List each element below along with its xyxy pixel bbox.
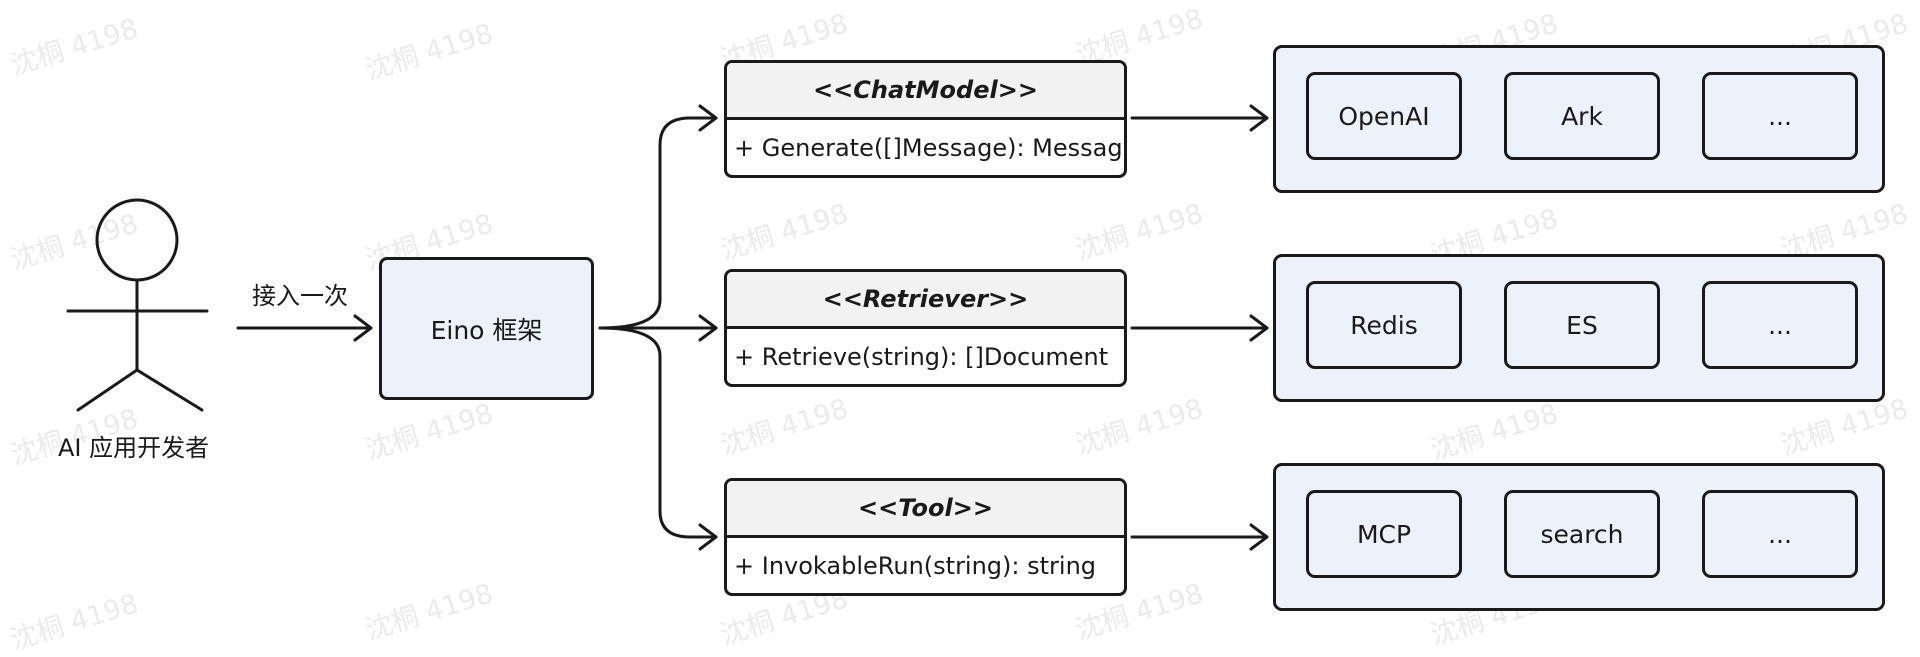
- implementation-group-retriever: Redis ES ...: [1273, 254, 1885, 402]
- implementation-group-tool: MCP search ...: [1273, 463, 1885, 611]
- implementation-node: OpenAI: [1306, 72, 1462, 160]
- implementation-node: ...: [1702, 490, 1858, 578]
- interface-method: + Retrieve(string): []Document: [734, 342, 1109, 371]
- interface-class-tool: <<Tool>> + InvokableRun(string): string: [724, 478, 1127, 596]
- implementation-node: Redis: [1306, 281, 1462, 369]
- interface-class-chatmodel: <<ChatModel>> + Generate([]Message): Mes…: [724, 60, 1127, 178]
- implementation-node: ...: [1702, 281, 1858, 369]
- implementation-node: ...: [1702, 72, 1858, 160]
- actor-figure-icon: [66, 198, 209, 412]
- interface-to-implementations-arrows: [1130, 104, 1269, 551]
- interface-stereotype: <<Tool>>: [727, 481, 1124, 538]
- interface-stereotype: <<Retriever>>: [727, 272, 1124, 329]
- framework-label: Eino 框架: [430, 315, 543, 345]
- implementation-node: MCP: [1306, 490, 1462, 578]
- entry-edge-label: 接入一次: [252, 282, 348, 310]
- implementation-node: search: [1504, 490, 1660, 578]
- interface-class-retriever: <<Retriever>> + Retrieve(string): []Docu…: [724, 269, 1127, 387]
- framework-fanout-connector: [598, 104, 718, 551]
- entry-edge-arrow: [236, 314, 373, 342]
- implementation-group-chatmodel: OpenAI Ark ...: [1273, 45, 1885, 193]
- implementation-node: Ark: [1504, 72, 1660, 160]
- implementation-node: ES: [1504, 281, 1660, 369]
- interface-stereotype: <<ChatModel>>: [727, 63, 1124, 120]
- framework-node: Eino 框架: [379, 257, 594, 400]
- actor-label: AI 应用开发者: [58, 434, 210, 462]
- interface-method: + InvokableRun(string): string: [734, 551, 1097, 580]
- interface-method: + Generate([]Message): Message: [734, 133, 1127, 162]
